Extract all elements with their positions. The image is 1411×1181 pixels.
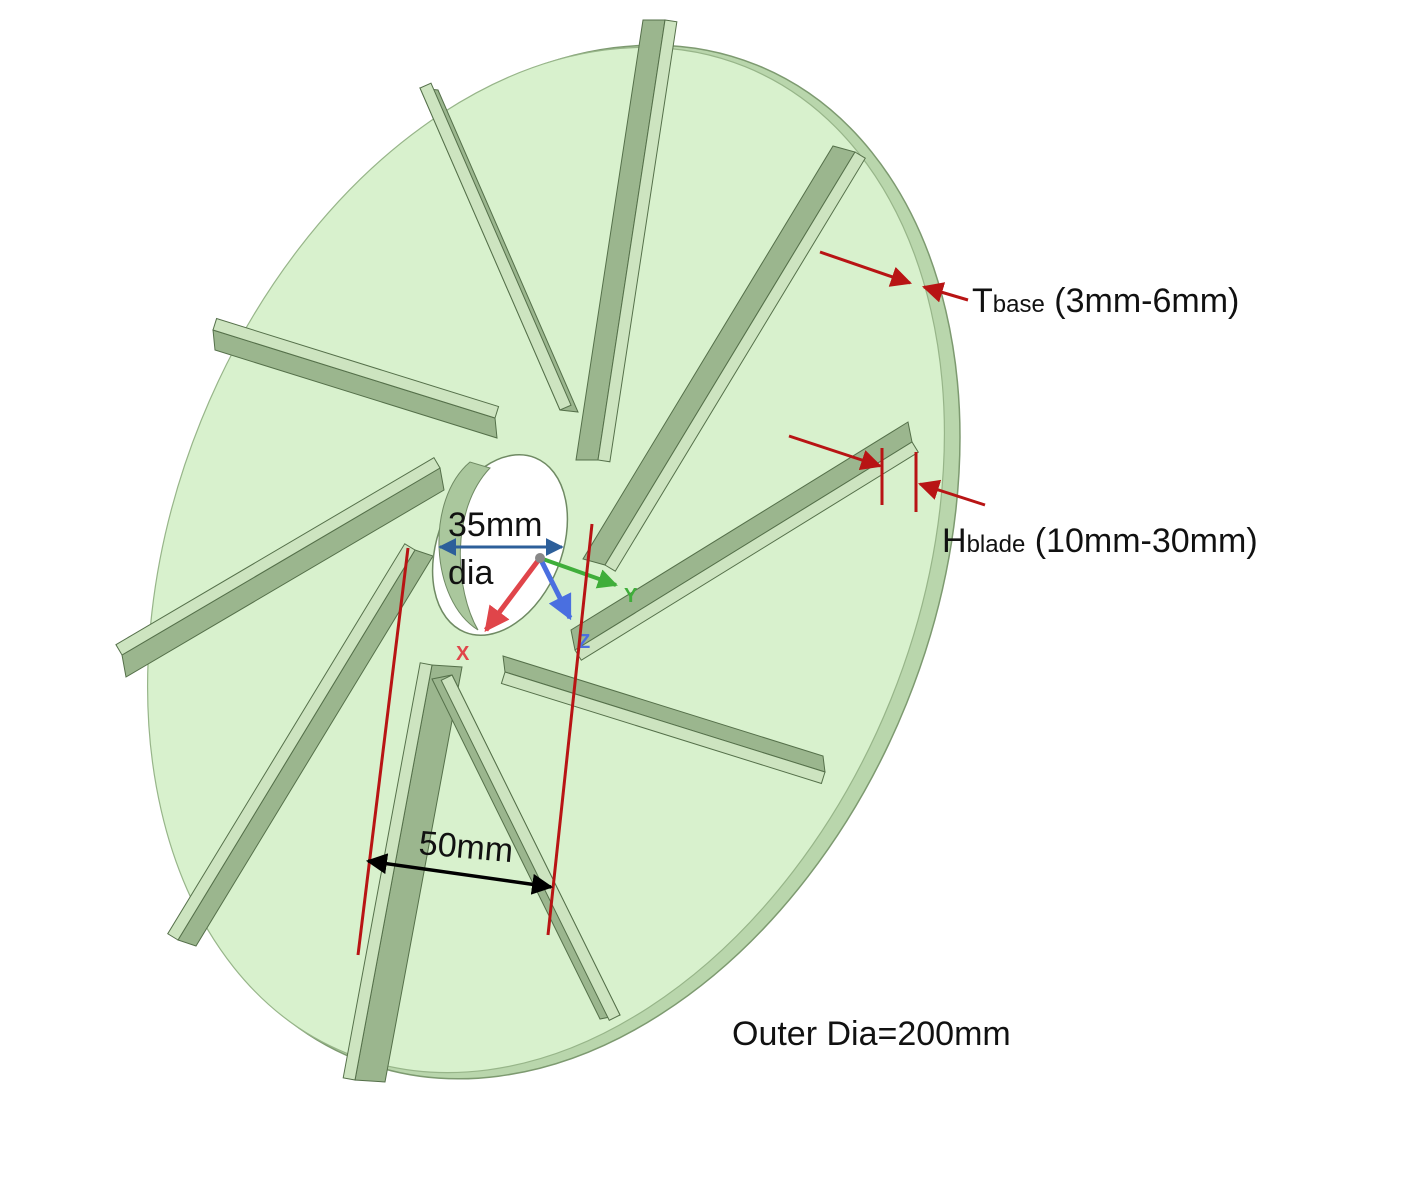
blade-top-3 — [212, 317, 500, 419]
h-blade-sub: blade — [967, 531, 1026, 558]
t-base-label: Tbase (3mm-6mm) — [972, 282, 1239, 320]
blade-top-8 — [500, 671, 826, 785]
blade-top-2 — [419, 82, 572, 411]
t-base-range: (3mm-6mm) — [1045, 282, 1240, 320]
hub-width-label: 50mm — [417, 824, 514, 870]
t-base-arrow-out — [921, 282, 969, 303]
blade-top-1 — [597, 19, 678, 463]
h-blade-arrow-out — [918, 479, 986, 507]
hub-width-arrow — [365, 853, 554, 895]
axis-y-arrow — [539, 556, 618, 589]
bore-inner-wall — [438, 461, 491, 631]
axis-x-label: X — [456, 643, 470, 665]
outer-dia-label: Outer Dia=200mm — [732, 1015, 1011, 1053]
blade-top-7 — [440, 674, 621, 1021]
axis-y-label: Y — [624, 585, 638, 607]
bore-dia-suffix: dia — [448, 554, 493, 592]
h-blade-label: Hblade (10mm-30mm) — [942, 522, 1258, 560]
blade-top-10 — [604, 151, 866, 572]
axis-z-arrow — [537, 556, 573, 621]
axis-x-arrow — [484, 556, 542, 632]
h-blade-main: H — [942, 522, 967, 560]
h-blade-arrow-in — [788, 434, 882, 471]
t-base-sub: base — [993, 291, 1045, 318]
t-base-main: T — [972, 282, 993, 320]
bore-dia-label: 35mm — [448, 506, 542, 544]
coordinate-triad: X Y Z — [456, 553, 638, 665]
h-blade-range: (10mm-30mm) — [1025, 522, 1257, 560]
blade-top-4 — [115, 456, 441, 656]
hub-extension-line-right — [546, 523, 594, 936]
triad-origin — [535, 553, 545, 563]
blades-group — [115, 19, 919, 1083]
t-base-arrow-in — [819, 250, 912, 287]
blade-top-5 — [167, 543, 416, 941]
